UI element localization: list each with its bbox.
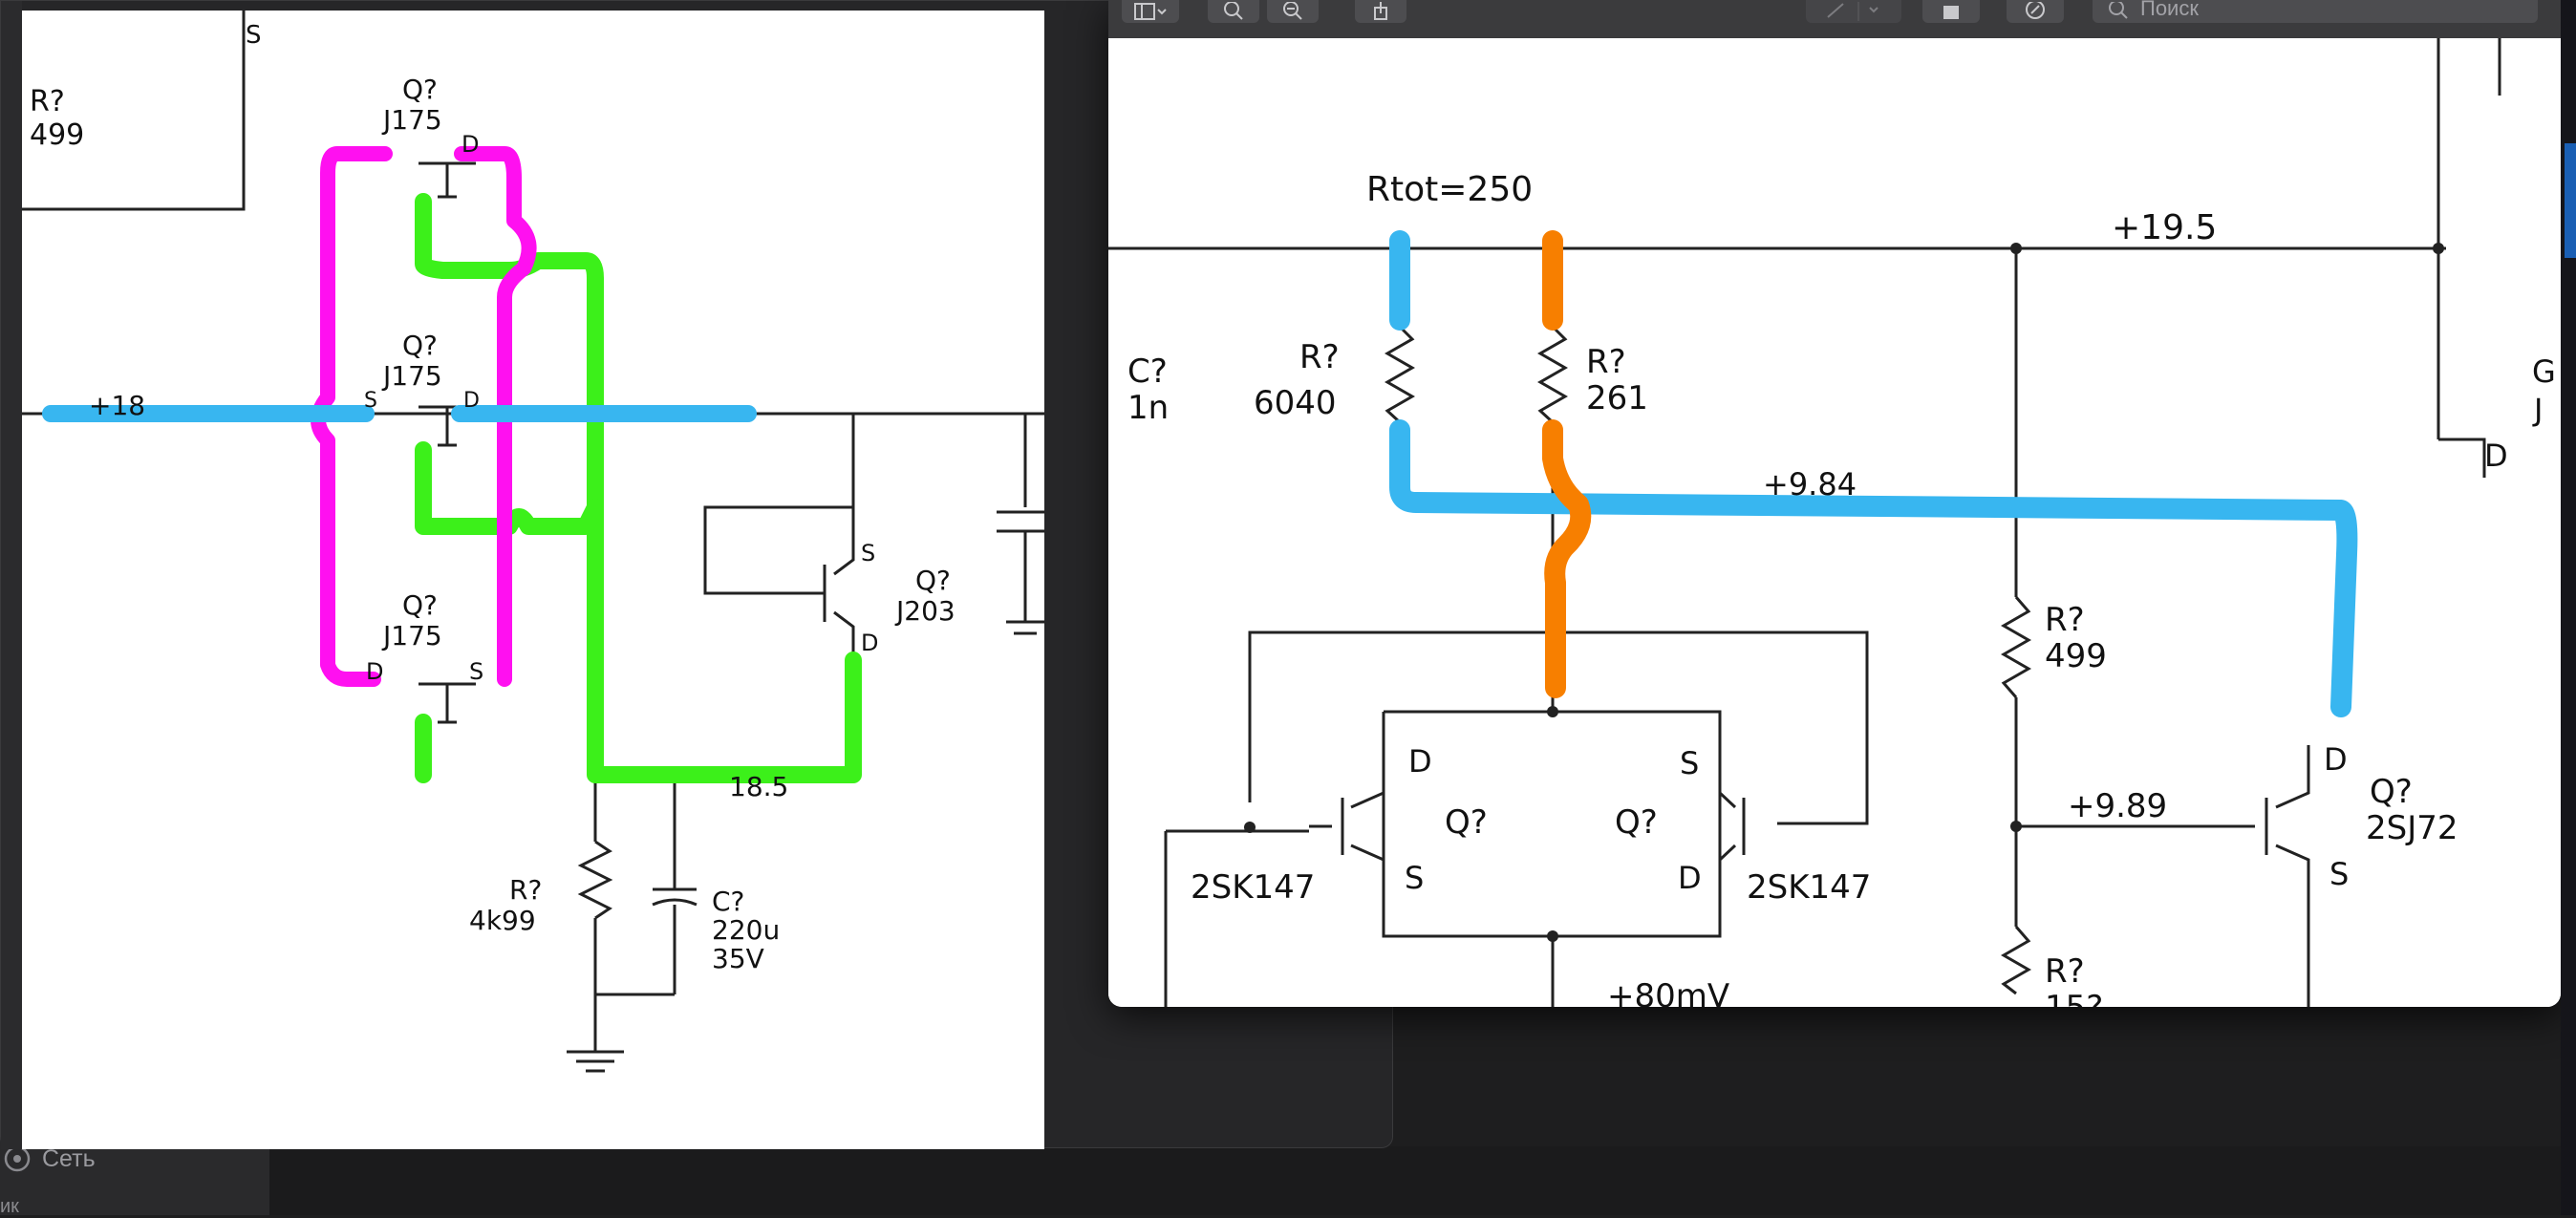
left-schematic: R? 499 S Q? J175 D Q? J175 S D Q? J175 D… <box>22 11 1044 1073</box>
label-q4-s: S <box>861 540 875 566</box>
left-window-edge <box>1 1 22 1149</box>
label-r-bot-val: 4k99 <box>469 905 536 936</box>
label-r1: R? <box>1299 338 1340 376</box>
right-image-window[interactable]: Rtot=250 +19.5 C? 1n R? 6040 R? 261 +9.8… <box>1108 0 2561 1007</box>
desktop-edge <box>2561 0 2576 1215</box>
zoom-out-icon <box>1224 2 1243 20</box>
label-q-right-d: D <box>1678 860 1702 896</box>
sidebar-item-cut-label: ик <box>0 1196 19 1217</box>
label-edge-g: G <box>2532 353 2556 390</box>
label-edge-j: J <box>2532 392 2543 428</box>
label-r3-val: 499 <box>2045 637 2107 675</box>
zoom-in-icon <box>1283 2 1302 20</box>
sidebar-toggle-icon <box>1134 3 1167 20</box>
label-node-9-89: +9.89 <box>2068 787 2167 825</box>
annotate-icon <box>2026 2 2045 19</box>
sidebar-item-label: Сеть <box>42 1144 96 1172</box>
label-c-val: 1n <box>1127 389 1169 427</box>
label-r4: R? <box>2045 952 2085 991</box>
label-q-right-s: S <box>1680 745 1699 781</box>
label-rail-19-5: +19.5 <box>2112 208 2217 247</box>
share-button[interactable] <box>1355 0 1406 23</box>
right-schematic-canvas: Rtot=250 +19.5 C? 1n R? 6040 R? 261 +9.8… <box>1108 38 2561 1007</box>
markup-button[interactable] <box>1806 0 1901 23</box>
label-node-9-84: +9.84 <box>1763 466 1857 502</box>
label-rtot: Rtot=250 <box>1366 170 1533 209</box>
label-node-80mv: +80mV <box>1607 977 1729 1007</box>
label-q-right: Q? <box>1615 803 1658 842</box>
label-q4-part: J203 <box>894 595 955 627</box>
search-input[interactable] <box>2138 0 2524 22</box>
label-r2-val: 261 <box>1586 379 1648 417</box>
annotate-button[interactable] <box>2007 0 2064 23</box>
left-schematic-canvas: R? 499 S Q? J175 D Q? J175 S D Q? J175 D… <box>22 11 1044 1149</box>
sidebar-item-network[interactable]: Сеть <box>0 1143 96 1175</box>
label-q-left: Q? <box>1445 803 1488 842</box>
share-icon <box>1374 2 1387 20</box>
label-rail: +18 <box>89 390 145 421</box>
label-q4-d: D <box>861 630 878 656</box>
label-r3: R? <box>2045 601 2085 639</box>
label-q3-part: 2SJ72 <box>2366 809 2458 847</box>
label-r4-val: 15? <box>2045 989 2103 1007</box>
label-q3-d: D <box>2324 741 2348 778</box>
label-c-bot-val: 220u <box>712 914 780 946</box>
label-q3-s: S <box>469 658 483 685</box>
markup-pen-icon <box>1827 2 1878 21</box>
label-edge-d: D <box>2484 438 2508 474</box>
label-q3-d: D <box>366 658 383 685</box>
search-icon <box>2109 2 2128 19</box>
label-q1: Q? <box>402 74 438 105</box>
label-q2-part: J175 <box>381 360 442 392</box>
label-c-bot: C? <box>712 886 744 917</box>
label-q-left-s: S <box>1405 860 1424 896</box>
right-schematic: Rtot=250 +19.5 C? 1n R? 6040 R? 261 +9.8… <box>1108 38 2556 1007</box>
label-q3: Q? <box>2370 773 2413 811</box>
label-q3-s: S <box>2329 856 2349 892</box>
rotate-button[interactable] <box>1922 0 1980 23</box>
zoom-in-button[interactable] <box>1267 0 1319 23</box>
label-r2: R? <box>1586 343 1626 381</box>
label-q2-d: D <box>463 389 480 413</box>
label-s-top: S <box>246 21 262 50</box>
label-node-18-5: 18.5 <box>729 771 788 802</box>
label-q3-part: J175 <box>381 620 442 652</box>
label-q1-part: J175 <box>381 104 442 136</box>
label-q-left-part: 2SK147 <box>1191 868 1315 907</box>
label-r1-val: 6040 <box>1254 384 1337 422</box>
label-q1-d: D <box>462 131 479 158</box>
label-q4: Q? <box>915 565 951 596</box>
label-c: C? <box>1127 353 1168 391</box>
sidebar-toggle-button[interactable] <box>1122 0 1179 23</box>
finder-sidebar <box>0 1139 269 1215</box>
zoom-out-button[interactable] <box>1208 0 1259 23</box>
rotate-icon <box>1943 6 1959 19</box>
label-q-right-part: 2SK147 <box>1747 868 1871 907</box>
search-field[interactable] <box>2093 0 2538 23</box>
desktop-background <box>269 1146 2576 1215</box>
background-window-sliver <box>2565 143 2576 258</box>
label-r-bot: R? <box>509 874 542 906</box>
label-q2: Q? <box>402 330 438 361</box>
label-q-left-d: D <box>1408 743 1432 780</box>
label-q2-s: S <box>364 389 377 413</box>
label-q3: Q? <box>402 589 438 621</box>
label-r-top-val: 499 <box>30 118 84 152</box>
label-c-bot-v: 35V <box>712 943 764 974</box>
viewer-toolbar <box>1108 0 2561 39</box>
label-r-top: R? <box>30 85 65 118</box>
